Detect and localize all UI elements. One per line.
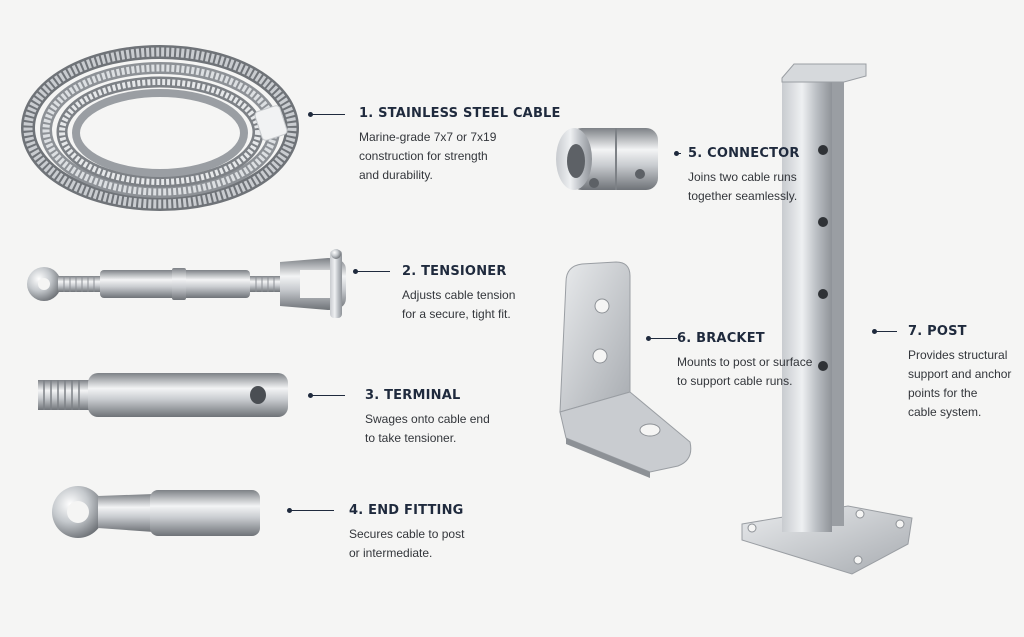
bracket-label: 6. BRACKET Mounts to post or surface to … — [677, 331, 812, 391]
terminal-leader-line — [308, 393, 345, 398]
end-fitting-description-line: Secures cable to post — [349, 527, 465, 541]
bracket-illustration — [559, 261, 692, 478]
tensioner-illustration — [27, 249, 346, 318]
bracket-description-line: Mounts to post or surface — [677, 355, 813, 369]
cable-coil-illustration — [21, 45, 299, 211]
cable-description-line: construction for strength — [359, 149, 488, 163]
terminal-description-line: to take tensioner. — [365, 431, 457, 445]
terminal-description-line: Swages onto cable end — [365, 412, 490, 426]
terminal-illustration — [38, 373, 288, 417]
bracket-title: 6. BRACKET — [677, 331, 765, 346]
cable-title: 1. STAINLESS STEEL CABLE — [359, 106, 561, 121]
post-label: 7. POST Provides structural support and … — [908, 324, 1011, 422]
end-fitting-label: 4. END FITTING Secures cable to post or … — [349, 503, 464, 563]
cable-description-line: Marine-grade 7x7 or 7x19 — [359, 130, 497, 144]
end-fitting-description-line: or intermediate. — [349, 546, 433, 560]
connector-title: 5. CONNECTOR — [688, 146, 800, 161]
tensioner-title: 2. TENSIONER — [402, 264, 507, 279]
connector-description-line: together seamlessly. — [688, 189, 798, 203]
tensioner-description-line: Adjusts cable tension — [402, 288, 516, 302]
post-leader-line — [872, 329, 897, 334]
connector-leader-line — [674, 151, 681, 156]
cable-label: 1. STAINLESS STEEL CABLE Marine-grade 7x… — [359, 106, 561, 185]
post-description-line: support and anchor — [908, 367, 1012, 381]
connector-illustration — [556, 128, 658, 190]
post-description-line: cable system. — [908, 405, 982, 419]
terminal-title: 3. TERMINAL — [365, 388, 461, 403]
end-fitting-illustration — [52, 486, 260, 538]
connector-label: 5. CONNECTOR Joins two cable runs togeth… — [688, 146, 800, 206]
tensioner-description-line: for a secure, tight fit. — [402, 307, 511, 321]
terminal-label: 3. TERMINAL Swages onto cable end to tak… — [365, 388, 490, 448]
bracket-description-line: to support cable runs. — [677, 374, 793, 388]
end-fitting-leader-line — [287, 508, 334, 513]
cable-description-line: and durability. — [359, 168, 433, 182]
post-description-line: Provides structural — [908, 348, 1008, 362]
tensioner-label: 2. TENSIONER Adjusts cable tension for a… — [402, 264, 515, 324]
post-title: 7. POST — [908, 324, 967, 339]
tensioner-leader-line — [353, 269, 390, 274]
post-illustration — [741, 63, 913, 575]
cable-leader-line — [308, 112, 345, 117]
connector-description-line: Joins two cable runs — [688, 170, 797, 184]
bracket-leader-line — [646, 336, 677, 341]
end-fitting-title: 4. END FITTING — [349, 503, 464, 518]
post-description-line: points for the — [908, 386, 978, 400]
